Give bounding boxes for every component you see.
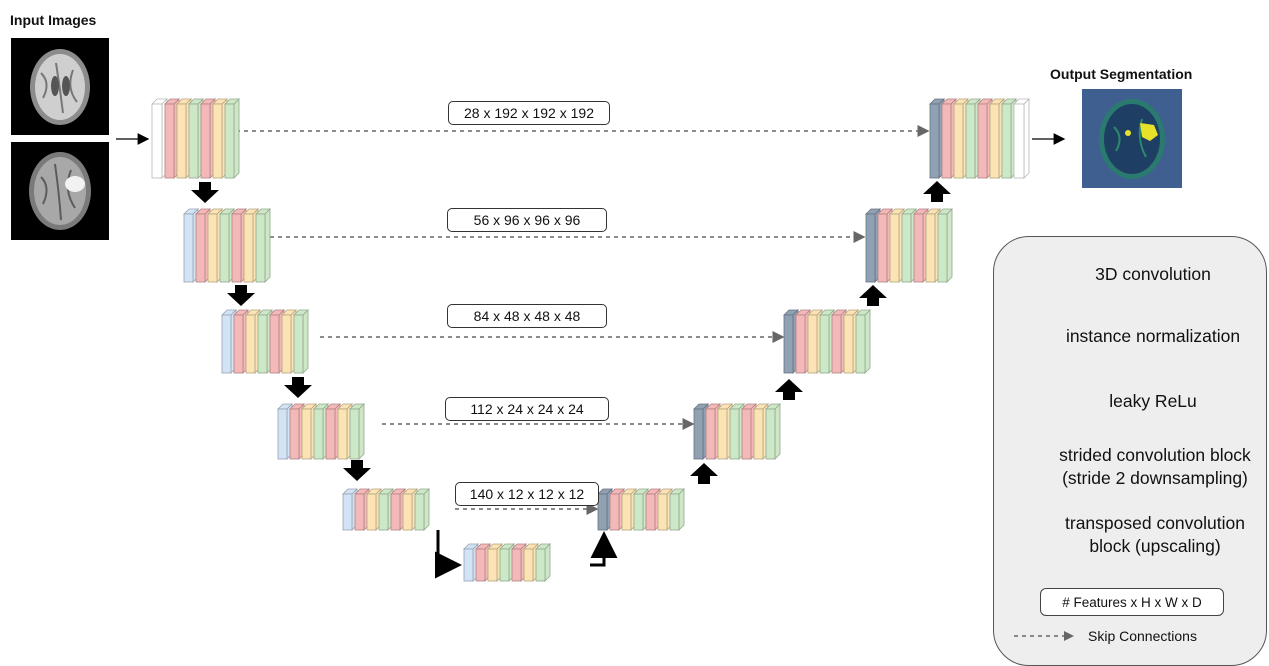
encoder-level-1 xyxy=(151,98,240,179)
encoder-level-2 xyxy=(183,208,271,283)
skip-label-level-5: 140 x 12 x 12 x 12 xyxy=(455,482,599,506)
upsample-arrow-4 xyxy=(690,463,718,484)
legend-transposed-line-1: transposed convolution xyxy=(1065,513,1245,533)
legend-label-instance-normalization: instance normalization xyxy=(1065,326,1241,346)
skip-label-level-2: 56 x 96 x 96 x 96 xyxy=(447,208,607,232)
decoder-level-5-layer-7-relu xyxy=(669,488,685,531)
skip-label-level-4: 112 x 24 x 24 x 24 xyxy=(445,397,609,421)
upsample-arrow-3 xyxy=(775,379,803,400)
legend-skip-arrow-icon xyxy=(1014,631,1074,641)
input-mri-flair-image xyxy=(11,142,109,240)
decoder-level-1 xyxy=(929,98,1030,179)
bottleneck-down-arrow xyxy=(435,530,462,579)
decoder-level-3-layer-7-relu xyxy=(855,309,871,374)
downsample-arrow-1 xyxy=(191,182,219,203)
encoder-level-4-layer-7-relu xyxy=(349,403,365,460)
downsample-arrow-2 xyxy=(227,285,255,306)
legend-dimension-key: # Features x H x W x D xyxy=(1040,588,1224,616)
skip-label-level-1: 28 x 192 x 192 x 192 xyxy=(448,101,610,125)
layer-blocks xyxy=(151,98,1030,582)
level-arrows xyxy=(191,181,951,484)
downsample-arrow-3 xyxy=(284,377,312,398)
legend-strided-line-1: strided convolution block xyxy=(1059,445,1251,465)
encoder-level-1-layer-7-relu xyxy=(224,98,240,179)
output-segmentation-image xyxy=(1082,89,1182,188)
input-images-heading: Input Images xyxy=(10,12,97,28)
downsample-arrow-4 xyxy=(343,460,371,481)
bottleneck-layer-7-relu xyxy=(535,543,551,582)
legend-label-transposed-convolution: transposed convolution block (upscaling) xyxy=(1044,512,1266,558)
input-mri-t1-image xyxy=(11,38,109,135)
upsample-arrow-2 xyxy=(859,285,887,306)
legend-strided-line-2: (stride 2 downsampling) xyxy=(1062,468,1248,488)
legend-label-skip-connections: Skip Connections xyxy=(1088,628,1197,644)
decoder-level-1-layer-8-io xyxy=(1013,98,1030,179)
decoder-level-5 xyxy=(597,488,685,531)
encoder-level-5-layer-7-relu xyxy=(414,488,430,531)
decoder-level-3 xyxy=(783,309,871,374)
encoder-level-5 xyxy=(342,488,430,531)
decoder-level-2-layer-7-relu xyxy=(937,208,953,283)
skip-connections xyxy=(236,125,930,515)
bottleneck xyxy=(463,543,551,582)
decoder-level-2 xyxy=(865,208,953,283)
legend-transposed-line-2: block (upscaling) xyxy=(1089,536,1221,556)
decoder-level-4-layer-7-relu xyxy=(765,403,781,460)
bottleneck-up-arrow xyxy=(590,531,618,567)
output-segmentation-heading: Output Segmentation xyxy=(1050,66,1193,82)
upsample-arrow-1 xyxy=(923,181,951,202)
legend-label-strided-convolution: strided convolution block (stride 2 down… xyxy=(1044,444,1266,490)
encoder-level-2-layer-7-relu xyxy=(255,208,271,283)
encoder-level-3 xyxy=(221,309,309,374)
encoder-level-3-layer-7-relu xyxy=(293,309,309,374)
encoder-level-4 xyxy=(277,403,365,460)
decoder-level-4 xyxy=(693,403,781,460)
legend-label-3d-convolution: 3D convolution xyxy=(1095,264,1211,284)
legend-label-leaky-relu: leaky ReLu xyxy=(1109,391,1197,411)
skip-label-level-3: 84 x 48 x 48 x 48 xyxy=(447,304,607,328)
